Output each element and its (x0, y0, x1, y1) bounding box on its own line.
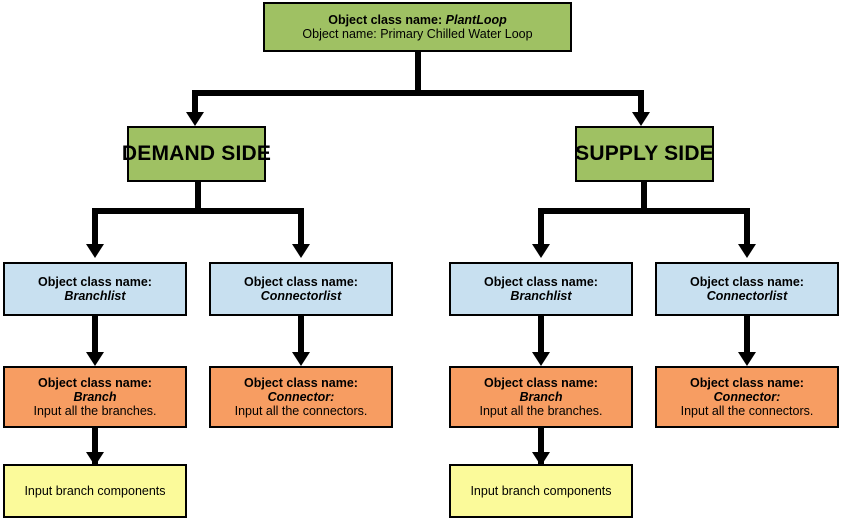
node-demand-branch[interactable]: Object class name: Branch Input all the … (3, 366, 187, 428)
arrowhead-demand-to-branchlist (86, 244, 104, 258)
connector-demand-stem (195, 182, 201, 214)
demand-side-label: DEMAND SIDE (121, 142, 272, 166)
node-demand-branch-components[interactable]: Input branch components (3, 464, 187, 518)
arrowhead-supply-to-branchlist (532, 244, 550, 258)
supply-connector-line2: Connector: (713, 390, 781, 404)
node-demand-side[interactable]: DEMAND SIDE (122, 126, 271, 182)
supply-branchlist-line1: Object class name: (484, 275, 598, 289)
demand-branch-line2: Branch (73, 390, 117, 404)
arrowhead-supply-branch-to-components (532, 452, 550, 466)
root-line2: Object name: Primary Chilled Water Loop (302, 27, 533, 41)
demand-connector-line1: Object class name: (244, 376, 358, 390)
node-supply-connector[interactable]: Object class name: Connector: Input all … (655, 366, 839, 428)
connector-demand-branch-to-components (92, 428, 98, 464)
connector-demand-connectorlist-to-connector (298, 316, 304, 354)
demand-connectorlist-line1: Object class name: (244, 275, 358, 289)
node-demand-connectorlist[interactable]: Object class name: Connectorlist (209, 262, 393, 316)
node-supply-branch[interactable]: Object class name: Branch Input all the … (449, 366, 633, 428)
node-supply-branchlist[interactable]: Object class name: Branchlist (449, 262, 633, 316)
demand-connector-line2: Connector: (267, 390, 335, 404)
supply-branch-line3: Input all the branches. (479, 404, 603, 418)
node-demand-branchlist[interactable]: Object class name: Branchlist (3, 262, 187, 316)
connector-supply-stem (641, 182, 647, 214)
connector-supply-to-branchlist (538, 208, 544, 246)
arrowhead-supply-to-connectorlist (738, 244, 756, 258)
connector-demand-bus (92, 208, 304, 214)
supply-connectorlist-line2: Connectorlist (706, 289, 788, 303)
connector-root-to-demand (192, 90, 198, 116)
connector-supply-bus (538, 208, 750, 214)
root-line1-label: Object class name: (328, 13, 443, 27)
supply-connector-line3: Input all the connectors. (680, 404, 814, 418)
arrowhead-demand-branchlist-to-branch (86, 352, 104, 366)
supply-connectorlist-line1: Object class name: (690, 275, 804, 289)
supply-connector-line1: Object class name: (690, 376, 804, 390)
demand-branch-line1: Object class name: (38, 376, 152, 390)
root-line1-value: PlantLoop (445, 13, 507, 27)
connector-supply-to-connectorlist (744, 208, 750, 246)
connector-supply-branch-to-components (538, 428, 544, 464)
demand-branchlist-line2: Branchlist (64, 289, 126, 303)
arrowhead-root-to-demand (186, 112, 204, 126)
connector-root-to-supply (638, 90, 644, 116)
supply-branchlist-line2: Branchlist (510, 289, 572, 303)
demand-branch-line3: Input all the branches. (33, 404, 157, 418)
node-demand-connector[interactable]: Object class name: Connector: Input all … (209, 366, 393, 428)
connector-supply-connectorlist-to-connector (744, 316, 750, 354)
connector-root-stem (415, 51, 421, 96)
demand-connectorlist-line2: Connectorlist (260, 289, 342, 303)
connector-root-bus (192, 90, 644, 96)
supply-branch-line2: Branch (519, 390, 563, 404)
arrowhead-demand-to-connectorlist (292, 244, 310, 258)
node-supply-connectorlist[interactable]: Object class name: Connectorlist (655, 262, 839, 316)
connector-demand-to-branchlist (92, 208, 98, 246)
arrowhead-supply-branchlist-to-branch (532, 352, 550, 366)
supply-branch-line1: Object class name: (484, 376, 598, 390)
connector-demand-branchlist-to-branch (92, 316, 98, 354)
demand-connector-line3: Input all the connectors. (234, 404, 368, 418)
demand-components-label: Input branch components (24, 484, 166, 498)
arrowhead-demand-connectorlist-to-connector (292, 352, 310, 366)
demand-branchlist-line1: Object class name: (38, 275, 152, 289)
connector-supply-branchlist-to-branch (538, 316, 544, 354)
node-supply-branch-components[interactable]: Input branch components (449, 464, 633, 518)
node-supply-side[interactable]: SUPPLY SIDE (575, 126, 714, 182)
root-line1: Object class name: PlantLoop (328, 13, 507, 27)
arrowhead-demand-branch-to-components (86, 452, 104, 466)
arrowhead-root-to-supply (632, 112, 650, 126)
arrowhead-supply-connectorlist-to-connector (738, 352, 756, 366)
node-plantloop-root[interactable]: Object class name: PlantLoop Object name… (263, 2, 572, 52)
supply-side-label: SUPPLY SIDE (575, 142, 714, 166)
supply-components-label: Input branch components (470, 484, 612, 498)
connector-demand-to-connectorlist (298, 208, 304, 246)
